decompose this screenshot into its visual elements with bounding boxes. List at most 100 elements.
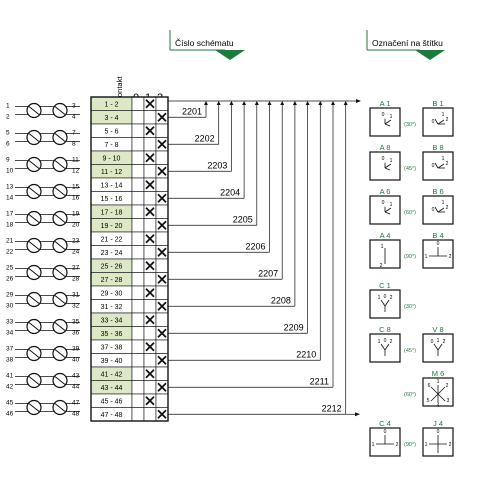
position-label: 1 (442, 200, 445, 206)
schema-line: 2206 (168, 101, 272, 253)
position-cell (131, 245, 145, 260)
position-cell (131, 218, 145, 233)
position-cell (131, 312, 145, 327)
arrow-up-icon (254, 101, 259, 105)
terminal-number: 42 (6, 384, 14, 391)
position-label: 0 (384, 294, 387, 300)
position-cell (143, 407, 157, 422)
closed-contact-mark (145, 126, 155, 136)
terminal-number: 28 (72, 276, 80, 283)
row-label: 15 - 16 (101, 196, 123, 203)
terminal-number: 48 (72, 411, 80, 418)
schema-number-lines: 2201220222032204220522062207220822092210… (168, 99, 361, 417)
arrow-up-icon (305, 101, 310, 105)
position-cell (131, 299, 145, 314)
table-row: 13 - 14 (90, 177, 169, 192)
terminal-number: 20 (72, 222, 80, 229)
table-row: 45 - 46 (90, 393, 169, 408)
position-label: 6 (428, 383, 431, 389)
closed-contact-mark (145, 99, 155, 109)
position-cell (155, 339, 169, 354)
position-cell (155, 204, 169, 219)
position-cell (143, 380, 157, 395)
plate-angle: (60°) (404, 392, 416, 398)
schema-number: 2208 (271, 295, 291, 305)
position-label: 2 (390, 295, 393, 301)
closed-contact-mark (157, 355, 167, 365)
position-cell (131, 110, 145, 125)
terminal-number: 11 (72, 157, 79, 164)
position-label: 1 (378, 295, 381, 301)
position-label: 2 (443, 339, 446, 345)
position-label: 0 (384, 429, 387, 435)
closed-contact-mark (157, 139, 167, 149)
row-label: 41 - 42 (101, 371, 123, 378)
pointer-line (434, 162, 439, 169)
schema-number: 2203 (207, 160, 227, 170)
terminal-number: 45 (6, 400, 14, 407)
position-label: 3 (447, 398, 450, 404)
row-label: 47 - 48 (101, 412, 123, 419)
closed-contact-mark (157, 247, 167, 257)
position-label: 1 (425, 442, 428, 448)
row-label: 33 - 34 (101, 317, 123, 324)
terminal-number: 8 (72, 141, 76, 148)
plate-box (422, 333, 454, 363)
position-label: 2 (390, 339, 393, 345)
row-label: 13 - 14 (101, 182, 123, 189)
position-label: 0 (384, 338, 387, 344)
closed-contact-mark (157, 382, 167, 392)
position-cell (131, 137, 145, 152)
plate-code: C 8 (379, 325, 391, 334)
closed-contact-mark (157, 301, 167, 311)
arrow-up-icon (331, 101, 335, 105)
plate-box (422, 151, 454, 181)
terminal-number: 18 (6, 222, 14, 229)
position-label: 0 (432, 119, 435, 125)
terminal-number: 29 (6, 292, 14, 299)
label-plate: A 412 (369, 231, 401, 269)
table-row: 41 - 42 (90, 366, 169, 381)
schema-number: 2201 (182, 106, 202, 116)
closed-contact-mark (145, 342, 155, 352)
schema-line: 2211 (168, 101, 335, 388)
plate-code: B 6 (432, 187, 443, 196)
position-label: 0 (382, 200, 385, 206)
position-label: 1 (372, 442, 375, 448)
arrow-up-icon (229, 101, 234, 105)
terminal-number: 34 (6, 330, 14, 337)
plate-code: C 4 (379, 419, 391, 428)
pointer-line (437, 343, 443, 351)
schema-line: 2203 (168, 101, 234, 172)
terminal-number: 24 (72, 249, 80, 256)
plate-box (369, 427, 401, 457)
table-row: 39 - 40 (90, 353, 169, 368)
row-label: 35 - 36 (101, 331, 123, 338)
position-label: 0 (431, 339, 434, 345)
position-cell (143, 191, 157, 206)
plate-code: C 1 (379, 281, 391, 290)
terminal-number: 9 (6, 157, 10, 164)
row-label: 43 - 44 (101, 385, 123, 392)
schema-line: 2207 (168, 101, 285, 280)
down-arrow-icon (215, 50, 245, 60)
closed-contact-mark (145, 207, 155, 217)
position-cell (131, 258, 145, 273)
plate-box (369, 333, 401, 363)
schema-line: 2201 (168, 101, 208, 118)
position-cell (143, 218, 157, 233)
position-label: 2 (446, 205, 449, 211)
arrow-right-icon (356, 99, 361, 103)
table-row: 3 - 4 (90, 110, 169, 125)
terminal-number: 33 (6, 319, 14, 326)
position-cell (155, 231, 169, 246)
schema-number: 2211 (310, 376, 329, 386)
plate-code: A 4 (380, 231, 391, 240)
terminal-number: 40 (72, 357, 80, 364)
schema-line: 2210 (168, 101, 323, 361)
